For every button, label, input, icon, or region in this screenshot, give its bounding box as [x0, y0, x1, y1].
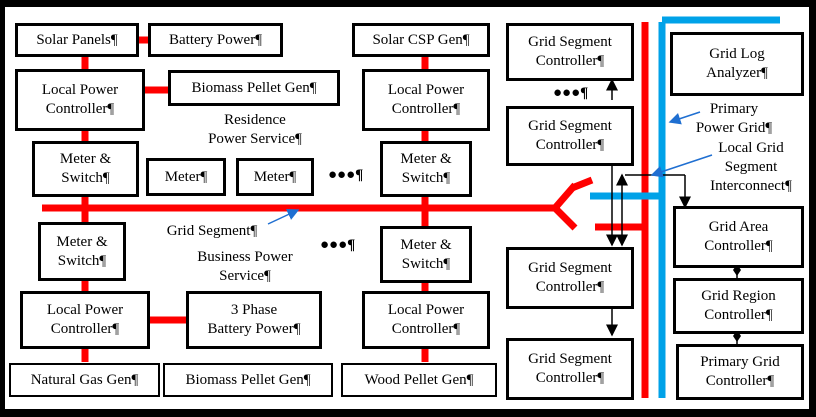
ellipsis-residence-row: ●●●¶	[328, 167, 364, 183]
box-meter-2: Meter¶	[236, 158, 314, 196]
label-residence-power-service: Residence Power Service¶	[208, 112, 302, 147]
switch-upper-blade	[570, 176, 594, 192]
box-grid-segment-controller-1: Grid Segment Controller¶	[506, 23, 634, 81]
box-local-power-controller-tl-text: Local Power Controller¶	[41, 82, 119, 117]
box-wood-pellet-gen-text: Wood Pellet Gen¶	[364, 371, 474, 388]
box-grid-segment-controller-2: Grid Segment Controller¶	[506, 106, 634, 166]
arrow-interconnect	[650, 154, 713, 178]
box-three-phase-battery: 3 Phase Battery Power¶	[186, 291, 322, 349]
box-local-power-controller-tm-text: Local Power Controller¶	[387, 82, 465, 117]
box-grid-segment-controller-4: Grid Segment Controller¶	[506, 338, 634, 400]
box-solar-csp-gen: Solar CSP Gen¶	[352, 23, 490, 57]
box-grid-segment-controller-2-text: Grid Segment Controller¶	[528, 118, 612, 153]
box-local-power-controller-bm-text: Local Power Controller¶	[387, 302, 465, 337]
arrow-primary-grid	[668, 111, 701, 125]
box-grid-area-controller: Grid Area Controller¶	[673, 206, 804, 268]
box-meter-1: Meter¶	[146, 158, 226, 196]
box-grid-region-controller: Grid Region Controller¶	[673, 278, 804, 334]
ellipsis-controller-column: ●●●¶	[553, 85, 589, 101]
box-meter-switch-bl-text: Meter & Switch¶	[56, 233, 108, 269]
box-primary-grid-controller: Primary Grid Controller¶	[676, 344, 804, 400]
annotation-arrows	[267, 111, 713, 225]
label-business-power-service: Business Power Service¶	[197, 249, 293, 284]
box-meter-2-text: Meter¶	[253, 168, 297, 185]
box-solar-panels: Solar Panels¶	[15, 23, 139, 57]
box-meter-switch-tl-text: Meter & Switch¶	[59, 151, 112, 186]
box-natural-gas-gen-text: Natural Gas Gen¶	[30, 371, 139, 388]
box-grid-log-analyzer-text: Grid Log Analyzer¶	[706, 46, 768, 81]
box-primary-grid-controller-text: Primary Grid Controller¶	[700, 354, 780, 389]
box-solar-panels-text: Solar Panels¶	[36, 31, 118, 48]
box-battery-power: Battery Power¶	[148, 23, 283, 57]
box-natural-gas-gen: Natural Gas Gen¶	[9, 363, 160, 397]
box-grid-area-controller-text: Grid Area Controller¶	[704, 219, 773, 254]
box-biomass-pellet-gen-bottom-text: Biomass Pellet Gen¶	[185, 371, 311, 388]
box-local-power-controller-bm: Local Power Controller¶	[362, 291, 490, 349]
box-wood-pellet-gen: Wood Pellet Gen¶	[341, 363, 497, 397]
box-meter-switch-tm: Meter & Switch¶	[380, 141, 472, 197]
box-grid-region-controller-text: Grid Region Controller¶	[701, 288, 776, 323]
switch-lower	[552, 205, 578, 231]
box-grid-log-analyzer: Grid Log Analyzer¶	[670, 32, 804, 96]
box-biomass-pellet-gen-top-text: Biomass Pellet Gen¶	[191, 79, 317, 96]
box-three-phase-battery-text: 3 Phase Battery Power¶	[207, 302, 301, 337]
box-meter-1-text: Meter¶	[164, 168, 208, 185]
box-biomass-pellet-gen-bottom: Biomass Pellet Gen¶	[163, 363, 333, 397]
box-meter-switch-bm-text: Meter & Switch¶	[400, 236, 452, 272]
box-local-power-controller-bl-text: Local Power Controller¶	[46, 302, 124, 337]
label-grid-segment: Grid Segment¶	[166, 223, 258, 239]
box-battery-power-text: Battery Power¶	[168, 31, 263, 48]
box-meter-switch-bl: Meter & Switch¶	[38, 222, 126, 281]
box-local-power-controller-tl: Local Power Controller¶	[15, 69, 145, 131]
box-biomass-pellet-gen-top: Biomass Pellet Gen¶	[168, 70, 340, 106]
switch-upper	[552, 182, 578, 211]
arrow-grid-segment	[267, 209, 300, 225]
label-primary-power-grid: Primary Power Grid¶	[695, 101, 773, 136]
box-meter-switch-tm-text: Meter & Switch¶	[400, 151, 452, 186]
label-local-grid-segment-interconnect: Local Grid Segment Interconnect¶	[710, 140, 792, 194]
ellipsis-business-row: ●●●¶	[320, 237, 356, 253]
box-grid-segment-controller-1-text: Grid Segment Controller¶	[528, 34, 612, 69]
box-solar-csp-gen-text: Solar CSP Gen¶	[372, 31, 470, 48]
box-grid-segment-controller-4-text: Grid Segment Controller¶	[528, 351, 612, 386]
box-local-power-controller-bl: Local Power Controller¶	[20, 291, 150, 349]
box-meter-switch-tl: Meter & Switch¶	[32, 141, 139, 197]
box-grid-segment-controller-3: Grid Segment Controller¶	[506, 247, 634, 309]
red-power-lines	[42, 22, 649, 398]
box-grid-segment-controller-3-text: Grid Segment Controller¶	[528, 260, 612, 295]
box-meter-switch-bm: Meter & Switch¶	[380, 226, 472, 283]
box-local-power-controller-tm: Local Power Controller¶	[362, 69, 490, 131]
